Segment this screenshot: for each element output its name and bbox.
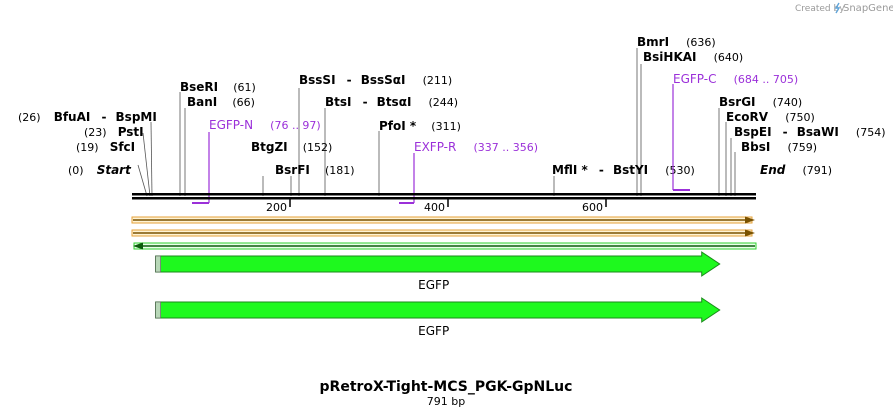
enzyme-label-sfci[interactable]: (19) SfcI (76, 136, 135, 155)
orf-forward-1[interactable] (131, 216, 755, 224)
tick-label-400: 400 (424, 201, 445, 214)
feature-egfp-label: EGFP (418, 324, 449, 338)
feature-egfp-arrow[interactable] (155, 297, 721, 323)
enzyme-label-ecorv[interactable]: EcoRV (750) (726, 106, 815, 125)
enzyme-label-pfoi[interactable]: PfoI * (311) (379, 115, 461, 134)
feature-start-cap (155, 301, 161, 319)
dna-strands (132, 193, 756, 200)
snapgene-logo-icon (834, 2, 841, 14)
enzyme-label-bsrgi[interactable]: BsrGI (740) (719, 91, 802, 110)
enzyme-label-bfuai[interactable]: (26) BfuAI - BspMI (18, 106, 157, 125)
start-label: (0) Start (68, 159, 132, 178)
primer-label-egfp-n[interactable]: EGFP-N (76 .. 97) (209, 114, 321, 133)
enzyme-label-bseri[interactable]: BseRI (61) (180, 76, 256, 95)
orf-forward-2[interactable] (131, 229, 755, 237)
credit-text: Created by (795, 4, 845, 14)
feature-start-cap (155, 255, 161, 273)
enzyme-label-bsssi[interactable]: BssSI - BssSαI (211) (299, 69, 452, 88)
enzyme-label-bmri[interactable]: BmrI (636) (637, 31, 716, 50)
enzyme-label-bspei[interactable]: BspEI - BsaWI (754) (734, 121, 886, 140)
enzyme-label-bani[interactable]: BanI (66) (187, 91, 255, 110)
feature-egfp-arrow[interactable] (155, 251, 721, 277)
enzyme-label-bsrfi[interactable]: BsrFI (181) (275, 159, 355, 178)
enzyme-label-bsihkai[interactable]: BsiHKAI (640) (643, 46, 743, 65)
features: EGFP EGFP (155, 251, 721, 338)
tick-label-600: 600 (582, 201, 603, 214)
plasmid-length: 791 bp (427, 395, 465, 408)
enzyme-leader-lines (137, 48, 736, 197)
tick-label-200: 200 (266, 201, 287, 214)
snapgene-brand: SnapGene (843, 3, 893, 14)
feature-egfp-label: EGFP (418, 278, 449, 292)
end-label: End (791) (760, 159, 832, 178)
primer-label-egfp-c[interactable]: EGFP-C (684 .. 705) (673, 68, 798, 87)
enzyme-label-bbsi[interactable]: BbsI (759) (741, 136, 817, 155)
enzyme-label-btsi[interactable]: BtsI - BtsαI (244) (325, 91, 458, 110)
plasmid-name: pRetroX-Tight-MCS_PGK-GpNLuc (320, 379, 573, 395)
primer-marks (192, 84, 690, 204)
ruler: 200 400 600 (266, 199, 607, 214)
primer-label-exfp-r[interactable]: EXFP-R (337 .. 356) (414, 136, 538, 155)
enzyme-label-btgzi[interactable]: BtgZI (152) (251, 136, 332, 155)
enzyme-label-psti[interactable]: (23) PstI (84, 121, 144, 140)
orf-reverse[interactable] (133, 242, 757, 250)
